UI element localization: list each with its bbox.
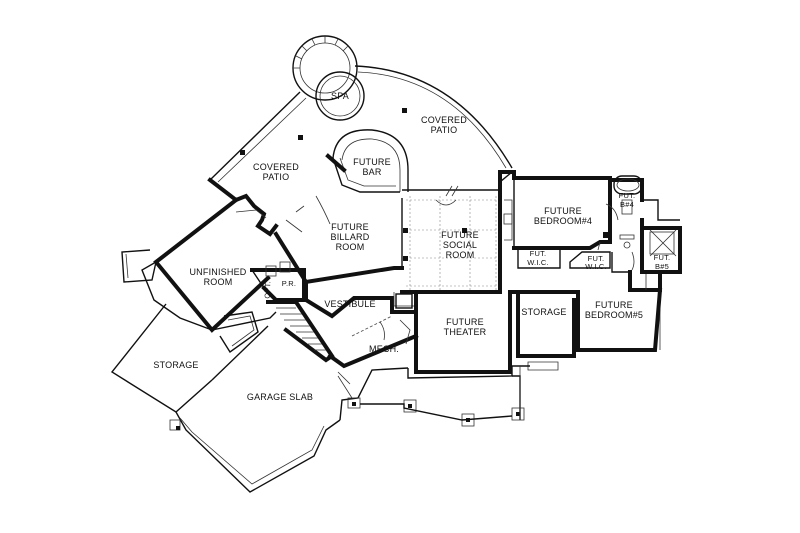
garage-area bbox=[110, 261, 525, 493]
label-fut-wic-right-1: FUT. bbox=[588, 254, 605, 263]
label-future-theater-1: FUTURE bbox=[446, 317, 484, 327]
label-opt-pr-2: P.R. bbox=[282, 279, 296, 288]
label-spa: SPA bbox=[331, 91, 349, 101]
label-opt-pr-1: OPT. bbox=[263, 281, 273, 299]
label-future-theater-2: THEATER bbox=[444, 327, 487, 337]
social-room-grid bbox=[403, 196, 497, 290]
label-future-social-3: ROOM bbox=[446, 250, 475, 260]
unfinished-room bbox=[121, 209, 267, 354]
theater-row bbox=[407, 290, 580, 420]
label-future-billiard-1: FUTURE bbox=[331, 222, 369, 232]
label-future-bedroom4-1: FUTURE bbox=[544, 206, 582, 216]
label-fut-b4-2: B#4 bbox=[620, 200, 634, 209]
label-future-social-1: FUTURE bbox=[441, 230, 479, 240]
label-future-bedroom5-1: FUTURE bbox=[595, 300, 633, 310]
label-storage-right: STORAGE bbox=[521, 307, 566, 317]
door-swings bbox=[285, 185, 635, 341]
room-labels: SPA COVERED PATIO COVERED PATIO FUTURE B… bbox=[153, 91, 670, 402]
label-future-bedroom5-2: BEDROOM#5 bbox=[585, 310, 643, 320]
label-garage-slab: GARAGE SLAB bbox=[247, 392, 313, 402]
label-storage-left: STORAGE bbox=[153, 360, 198, 370]
label-vestibule: VESTIBULE bbox=[324, 299, 375, 309]
label-future-bar-2: BAR bbox=[362, 167, 381, 177]
exterior-walls bbox=[153, 171, 513, 333]
label-covered-patio-left-2: PATIO bbox=[263, 172, 290, 182]
bedroom-5-wing bbox=[568, 218, 682, 352]
label-fut-b5-2: B#5 bbox=[655, 262, 669, 271]
label-future-billiard-2: BILLARD bbox=[331, 232, 370, 242]
label-fut-wic-right-2: W.I.C. bbox=[585, 262, 607, 271]
label-fut-b5-1: FUT. bbox=[654, 253, 671, 262]
label-mech: MECH. bbox=[369, 344, 399, 354]
spiral-stair bbox=[292, 35, 358, 101]
label-future-billiard-3: ROOM bbox=[336, 242, 365, 252]
vestibule-core bbox=[250, 261, 419, 385]
covered-patio-top bbox=[209, 65, 513, 183]
bedroom-4-wing bbox=[498, 170, 680, 294]
label-future-social-2: SOCIAL bbox=[443, 240, 477, 250]
spa bbox=[315, 71, 365, 121]
label-fut-wic-left-1: FUT. bbox=[530, 249, 547, 258]
label-covered-patio-top-1: COVERED bbox=[421, 115, 467, 125]
label-future-bedroom4-2: BEDROOM#4 bbox=[534, 216, 592, 226]
label-covered-patio-top-2: PATIO bbox=[431, 125, 458, 135]
future-bar bbox=[325, 129, 409, 193]
label-unfinished-1: UNFINISHED bbox=[189, 267, 246, 277]
label-fut-wic-left-2: W.I.C. bbox=[527, 258, 549, 267]
label-covered-patio-left-1: COVERED bbox=[253, 162, 299, 172]
label-future-bar-1: FUTURE bbox=[353, 157, 391, 167]
label-fut-b4-1: FUT. bbox=[619, 191, 636, 200]
label-unfinished-2: ROOM bbox=[204, 277, 233, 287]
